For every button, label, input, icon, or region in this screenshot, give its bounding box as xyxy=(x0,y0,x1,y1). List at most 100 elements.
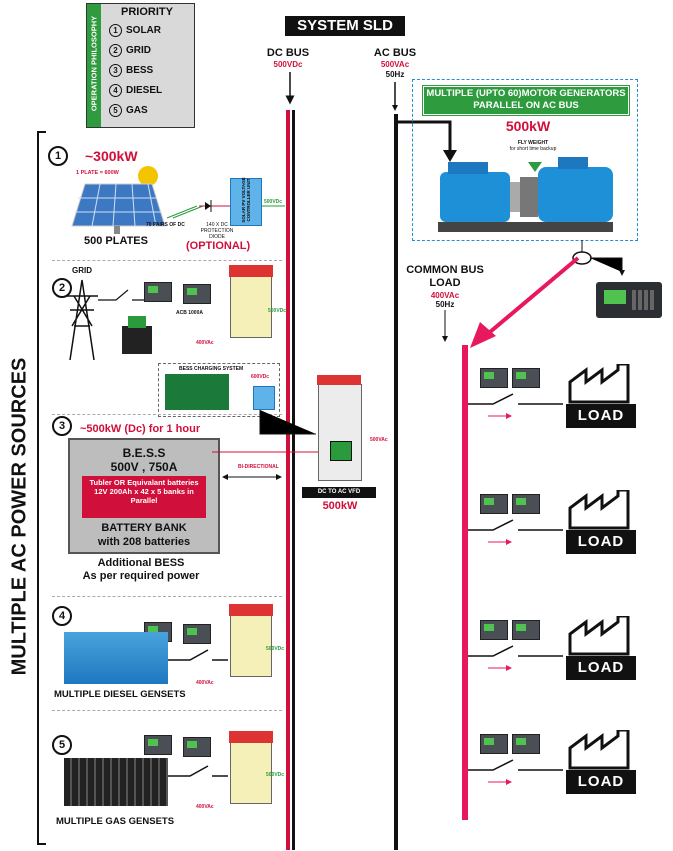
operation-philosophy-label: OPERATION PHILOSOPHY xyxy=(87,4,101,127)
motor-generator-header: MULTIPLE (UPTO 60)MOTOR GENERATORS PARAL… xyxy=(422,85,630,116)
bess-dc-link xyxy=(212,410,322,453)
common-bus-title: COMMON BUS xyxy=(406,264,484,276)
factory-icon xyxy=(568,730,630,770)
common-bus-frequency: 50Hz xyxy=(435,300,455,309)
load-meter-icon xyxy=(480,620,508,640)
gas-controller-icon xyxy=(183,737,211,757)
solar-panel-icon xyxy=(71,166,166,234)
common-bus-load: LOAD xyxy=(429,277,461,289)
gas-genset-icon xyxy=(64,758,168,806)
grid-tower-transformer-icon xyxy=(66,279,152,361)
flywheel-sublabel: for short time backup xyxy=(509,146,557,152)
bess-name: B.E.S.S xyxy=(122,446,166,460)
diesel-gensets-label: MULTIPLE DIESEL GENSETS xyxy=(54,689,186,700)
bess-power: ~500kW (Dc) for 1 hour xyxy=(80,423,201,435)
vfd-output-voltage: 500VAc xyxy=(370,437,388,443)
grid-output-voltage: 500VDc xyxy=(268,308,287,314)
solar-plate-note: 1 PLATE = 600W xyxy=(76,170,119,176)
load-label: LOAD xyxy=(566,404,636,428)
diesel-output-voltage: 500VDc xyxy=(266,646,285,652)
bess-rating: 500V , 750A xyxy=(110,460,178,474)
gas-gensets-label: MULTIPLE GAS GENSETS xyxy=(56,816,175,827)
factory-icon xyxy=(568,616,630,656)
source-bracket xyxy=(37,131,46,845)
load-controller-icon xyxy=(512,494,540,514)
section-number-2: 2 xyxy=(52,278,72,298)
factory-icon xyxy=(568,364,630,404)
dc-bus-title: DC BUS xyxy=(266,47,310,59)
ac-bus-frequency: 50Hz xyxy=(385,70,405,79)
motor-generator-group: MULTIPLE (UPTO 60)MOTOR GENERATORS PARAL… xyxy=(412,79,638,241)
battery-count: with 208 batteries xyxy=(97,536,191,548)
additional-bess-note: As per required power xyxy=(82,570,200,582)
grid-controller-icon xyxy=(183,284,211,304)
load-label: LOAD xyxy=(566,656,636,680)
solar-optional-label: (OPTIONAL) xyxy=(186,240,251,252)
bess-charging-system: BESS CHARGING SYSTEM 600VDc xyxy=(158,363,280,417)
load-controller-icon xyxy=(512,368,540,388)
gas-meter-icon xyxy=(144,735,172,755)
gas-output-voltage: 500VDc xyxy=(266,772,285,778)
diesel-rectifier-cabinet xyxy=(229,604,273,677)
diesel-breaker xyxy=(168,649,228,661)
ac-bus-voltage: 500VAc xyxy=(380,60,410,69)
load-label: LOAD xyxy=(566,770,636,794)
solar-output-voltage: 500VDc xyxy=(264,199,283,205)
solar-plates-count: 500 PLATES xyxy=(84,235,148,247)
solar-protection-diode: 140 X DC PROTECTION DIODE xyxy=(200,222,234,240)
bess-battery-spec: Tubler OR Equivalant batteries 12V 200Ah… xyxy=(82,476,206,518)
solar-controller-box: SOLAR PV VOLTAGE CONTROLLER UNIT xyxy=(230,177,262,226)
priority-header: PRIORITY xyxy=(121,6,173,18)
diesel-controller-icon xyxy=(183,624,211,644)
section-number-5: 5 xyxy=(52,735,72,755)
ac-bus-bar xyxy=(392,82,457,850)
grid-meter-icon xyxy=(144,282,172,302)
load-switch-icon xyxy=(468,645,563,671)
vfd-power: 500kW xyxy=(322,500,358,512)
grid-rectifier-cabinet xyxy=(229,265,273,338)
battery-bank-label: BATTERY BANK xyxy=(101,522,187,534)
multiple-ac-sources-label: MULTIPLE AC POWER SOURCES xyxy=(8,357,31,676)
section-number-4: 4 xyxy=(52,606,72,626)
vfd-label: DC TO AC VFD xyxy=(302,487,376,498)
gas-vac: 400VAc xyxy=(196,804,214,810)
bess-box: B.E.S.S 500V , 750A Tubler OR Equivalant… xyxy=(68,438,220,554)
section-number-3: 3 xyxy=(52,416,72,436)
load-meter-icon xyxy=(480,368,508,388)
dc-bus-bars xyxy=(285,72,295,850)
ct-sensor-icon xyxy=(572,240,625,276)
load-label: LOAD xyxy=(566,530,636,554)
grid-vac-label: 400VAc xyxy=(196,340,214,346)
bidirectional-label: BI-DIRECTIONAL xyxy=(238,464,279,470)
load-meter-icon xyxy=(480,494,508,514)
vfd-cabinet xyxy=(317,375,362,481)
grid-acb-label: ACB 1000A xyxy=(176,310,203,316)
load-row-2: LOAD xyxy=(468,486,668,556)
solar-power: ~300kW xyxy=(85,148,138,164)
section-number-1: 1 xyxy=(48,146,68,166)
diesel-genset-icon xyxy=(64,632,168,684)
load-switch-icon xyxy=(468,393,563,419)
dc-bus-voltage: 500VDc xyxy=(273,60,303,69)
diesel-vac: 400VAc xyxy=(196,680,214,686)
load-controller-icon xyxy=(512,734,540,754)
generator-controller-panel xyxy=(596,282,662,318)
load-meter-icon xyxy=(480,734,508,754)
additional-bess-label: Additional BESS xyxy=(97,557,185,569)
solar-dc-pairs: 70 PAIRS OF DC xyxy=(146,222,185,228)
factory-icon xyxy=(568,490,630,530)
common-bus-voltage: 400VAc xyxy=(430,291,460,300)
flywheel-label: FLY WEIGHT xyxy=(517,140,549,146)
common-bus-bar xyxy=(442,256,580,820)
ac-bus-title: AC BUS xyxy=(373,47,417,59)
gas-breaker xyxy=(168,765,228,777)
load-row-3: LOAD xyxy=(468,612,668,682)
gas-rectifier-cabinet xyxy=(229,731,273,804)
load-row-4: LOAD xyxy=(468,726,668,796)
